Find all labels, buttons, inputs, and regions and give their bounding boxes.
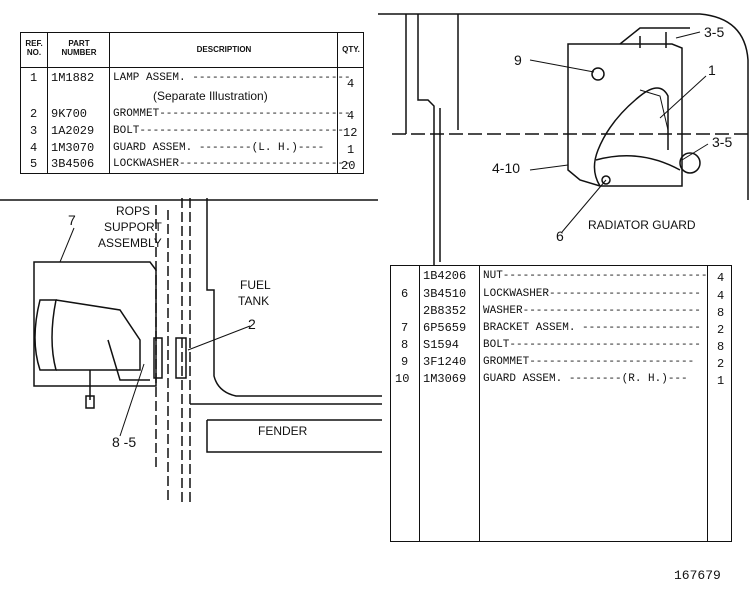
t2-part-1: 1B4206 xyxy=(423,269,467,283)
t1-part-3: 1A2029 xyxy=(51,124,95,138)
t2-part-3: 2B8352 xyxy=(423,304,467,318)
t1-ref-2: 2 xyxy=(30,107,38,121)
parts-table-top: REF. NO. PART NUMBER DESCRIPTION QTY. 1 … xyxy=(20,32,364,174)
t2-qty-4: 2 xyxy=(717,323,725,337)
t1-desc-5: LOCKWASHER-------------------------- xyxy=(113,158,351,170)
t2-desc-7: GUARD ASSEM. --------(R. H.)--- xyxy=(483,373,688,385)
callout-9: 9 xyxy=(514,52,522,68)
t2-desc-6: GROMMET------------------------- xyxy=(483,356,695,368)
callout-6: 6 xyxy=(556,228,564,244)
fuel-tank-outline xyxy=(206,198,382,397)
t2-qty-7: 1 xyxy=(717,374,725,388)
t1-desc-4: GUARD ASSEM. --------(L. H.)---- xyxy=(113,142,325,154)
t1-qty-5: 20 xyxy=(341,159,356,173)
callout-3-5-mid: 3-5 xyxy=(712,134,733,150)
label-radiator-guard: RADIATOR GUARD xyxy=(588,218,696,232)
t1-desc-1: LAMP ASSEM. ------------------------ xyxy=(113,72,351,84)
t2-part-4: 6P5659 xyxy=(423,321,467,335)
t2-ref-4: 7 xyxy=(401,321,409,335)
t2-qty-3: 8 xyxy=(717,306,725,320)
t1-part-1: 1M1882 xyxy=(51,71,95,85)
label-tank: TANK xyxy=(238,294,270,308)
t1-ref-4: 4 xyxy=(30,141,38,155)
frame-post xyxy=(417,14,435,262)
t2-qty-2: 4 xyxy=(717,289,725,303)
t1-desc-2: GROMMET----------------------------- xyxy=(113,108,351,120)
callout-4-10: 4-10 xyxy=(492,160,521,176)
header-description: DESCRIPTION xyxy=(196,45,252,54)
t1-part-4: 1M3070 xyxy=(51,141,95,155)
t1-qty-4: 1 xyxy=(347,143,355,157)
fender-outline xyxy=(206,420,382,453)
t1-desc-1b: (Separate Illustration) xyxy=(153,89,268,103)
t2-part-5: S1594 xyxy=(423,338,460,352)
t1-ref-5: 5 xyxy=(30,157,38,171)
header-part-number: PART NUMBER xyxy=(61,39,97,57)
t2-part-6: 3F1240 xyxy=(423,355,467,369)
t2-ref-5: 8 xyxy=(401,338,409,352)
t2-qty-1: 4 xyxy=(717,271,725,285)
t2-ref-7: 10 xyxy=(395,372,410,386)
header-ref-no: REF. NO. xyxy=(25,39,43,57)
t2-part-2: 3B4510 xyxy=(423,287,467,301)
t2-ref-6: 9 xyxy=(401,355,409,369)
t1-desc-3: BOLT------------------------------- xyxy=(113,125,345,137)
callout-8-5: 8 -5 xyxy=(112,434,137,450)
t2-part-7: 1M3069 xyxy=(423,372,467,386)
radiator-guard-box xyxy=(567,43,683,187)
t2-desc-5: BOLT----------------------------- xyxy=(483,339,701,351)
t2-desc-1: NUT------------------------------- xyxy=(483,270,708,282)
t1-ref-1: 1 xyxy=(30,71,38,85)
t2-qty-5: 8 xyxy=(717,340,725,354)
label-support: SUPPORT xyxy=(104,220,162,234)
label-rops: ROPS xyxy=(116,204,151,218)
t1-part-2: 9K700 xyxy=(51,107,88,121)
t2-desc-4: BRACKET ASSEM. ------------------ xyxy=(483,322,701,334)
parts-table-bottom: 1B4206 NUT------------------------------… xyxy=(390,265,732,542)
t1-qty-2: 4 xyxy=(347,109,355,123)
t1-part-5: 3B4506 xyxy=(51,157,95,171)
label-assembly: ASSEMBLY xyxy=(98,236,162,250)
callout-2: 2 xyxy=(248,316,256,332)
t1-qty-1: 4 xyxy=(347,77,355,91)
t2-qty-6: 2 xyxy=(717,357,725,371)
t1-qty-3: 12 xyxy=(343,126,358,140)
lamp-bracket-box xyxy=(33,261,157,387)
label-fuel: FUEL xyxy=(240,278,271,292)
t2-desc-2: LOCKWASHER----------------------- xyxy=(483,288,701,300)
frame-outline xyxy=(378,13,749,200)
callout-1: 1 xyxy=(708,62,716,78)
callout-3-5-top: 3-5 xyxy=(704,24,725,40)
t2-desc-3: WASHER--------------------------- xyxy=(483,305,701,317)
t1-ref-3: 3 xyxy=(30,124,38,138)
callout-7: 7 xyxy=(68,212,76,228)
header-qty: QTY. xyxy=(342,45,360,54)
label-fender: FENDER xyxy=(258,424,308,438)
t2-ref-2: 6 xyxy=(401,287,409,301)
drawing-number: 167679 xyxy=(674,568,721,583)
